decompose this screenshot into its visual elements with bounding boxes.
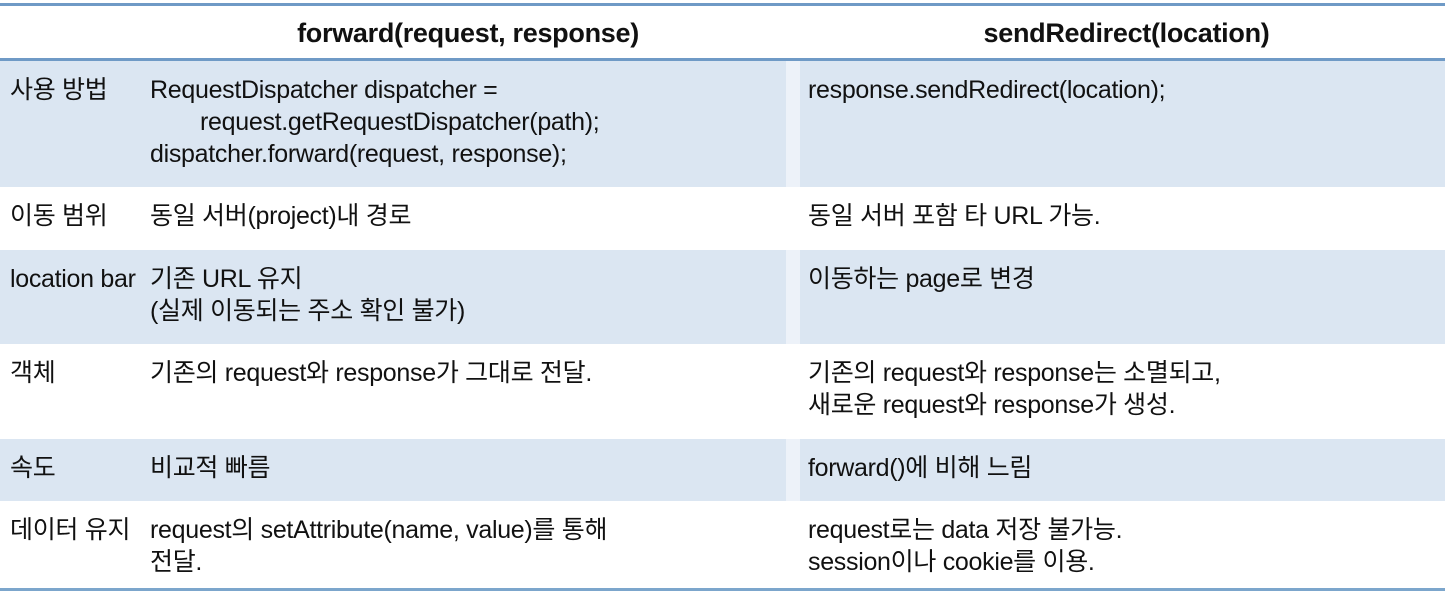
cell-line: (실제 이동되는 주소 확인 불가)	[150, 297, 466, 325]
table-row: location bar 기존 URL 유지 (실제 이동되는 주소 확인 불가)…	[0, 250, 1445, 344]
header-redirect: sendRedirect(location)	[983, 18, 1270, 48]
forward-cell: 기존의 request와 response가 그대로 전달.	[140, 344, 786, 439]
redirect-cell: response.sendRedirect(location);	[800, 61, 1445, 187]
header-separator-rule	[0, 58, 1445, 61]
cell-line: 기존 URL 유지	[150, 265, 303, 293]
cell-line: request의 setAttribute(name, value)를 통해	[150, 516, 608, 544]
forward-cell: 비교적 빠름	[140, 439, 786, 501]
cell-line: 기존의 request와 response는 소멸되고,	[808, 359, 1221, 387]
table-bottom-rule	[0, 588, 1445, 591]
row-label: location bar	[0, 250, 140, 344]
cell-line: request로는 data 저장 불가능.	[808, 516, 1123, 544]
row-label: 데이터 유지	[10, 516, 131, 544]
cell-line: 새로운 request와 response가 생성.	[808, 391, 1176, 419]
column-divider	[786, 250, 800, 344]
redirect-cell: request로는 data 저장 불가능. session이나 cookie를 …	[800, 501, 1445, 588]
column-divider	[786, 6, 800, 58]
forward-cell: 동일 서버(project)내 경로	[140, 187, 786, 250]
table-row: 이동 범위 동일 서버(project)내 경로 동일 서버 포함 타 URL …	[0, 187, 1445, 250]
cell-line: response.sendRedirect(location);	[808, 76, 1166, 104]
header-empty-cell	[0, 6, 140, 58]
cell-line: 비교적 빠름	[150, 454, 271, 482]
cell-line: 이동하는 page로 변경	[808, 265, 1035, 293]
cell-line: 전달.	[150, 548, 203, 576]
redirect-cell: 이동하는 page로 변경	[800, 250, 1445, 344]
redirect-cell: 동일 서버 포함 타 URL 가능.	[800, 187, 1445, 250]
table-body: 사용 방법 RequestDispatcher dispatcher = requ…	[0, 61, 1445, 588]
column-divider	[786, 344, 800, 439]
row-label: 이동 범위	[10, 202, 108, 230]
table-row: 사용 방법 RequestDispatcher dispatcher = requ…	[0, 61, 1445, 187]
cell-line: 동일 서버(project)내 경로	[150, 202, 412, 230]
cell-line: 동일 서버 포함 타 URL 가능.	[808, 202, 1101, 230]
table-row: 데이터 유지 request의 setAttribute(name, value…	[0, 501, 1445, 588]
cell-line: RequestDispatcher dispatcher =	[150, 76, 498, 104]
cell-line: dispatcher.forward(request, response);	[150, 140, 567, 168]
column-divider	[786, 187, 800, 250]
cell-line: 기존의 request와 response가 그대로 전달.	[150, 359, 592, 387]
column-divider	[786, 501, 800, 588]
header-forward: forward(request, response)	[297, 18, 639, 48]
table-row: 속도 비교적 빠름 forward()에 비해 느림	[0, 439, 1445, 501]
forward-cell: 기존 URL 유지 (실제 이동되는 주소 확인 불가)	[140, 250, 786, 344]
column-divider	[786, 61, 800, 187]
table-header-row: forward(request, response) sendRedirect(…	[0, 6, 1445, 58]
cell-line: forward()에 비해 느림	[808, 454, 1033, 482]
cell-line: request.getRequestDispatcher(path);	[200, 108, 600, 136]
redirect-cell: forward()에 비해 느림	[800, 439, 1445, 501]
column-divider	[786, 439, 800, 501]
table-top-rule	[0, 3, 1445, 6]
forward-cell: RequestDispatcher dispatcher = request.ge…	[140, 61, 786, 187]
table-row: 객체 기존의 request와 response가 그대로 전달. 기존의 re…	[0, 344, 1445, 439]
row-label: 사용 방법	[0, 61, 140, 187]
cell-line: session이나 cookie를 이용.	[808, 548, 1095, 576]
row-label: 속도	[0, 439, 140, 501]
row-label: 객체	[10, 359, 56, 387]
redirect-cell: 기존의 request와 response는 소멸되고, 새로운 request와…	[800, 344, 1445, 439]
